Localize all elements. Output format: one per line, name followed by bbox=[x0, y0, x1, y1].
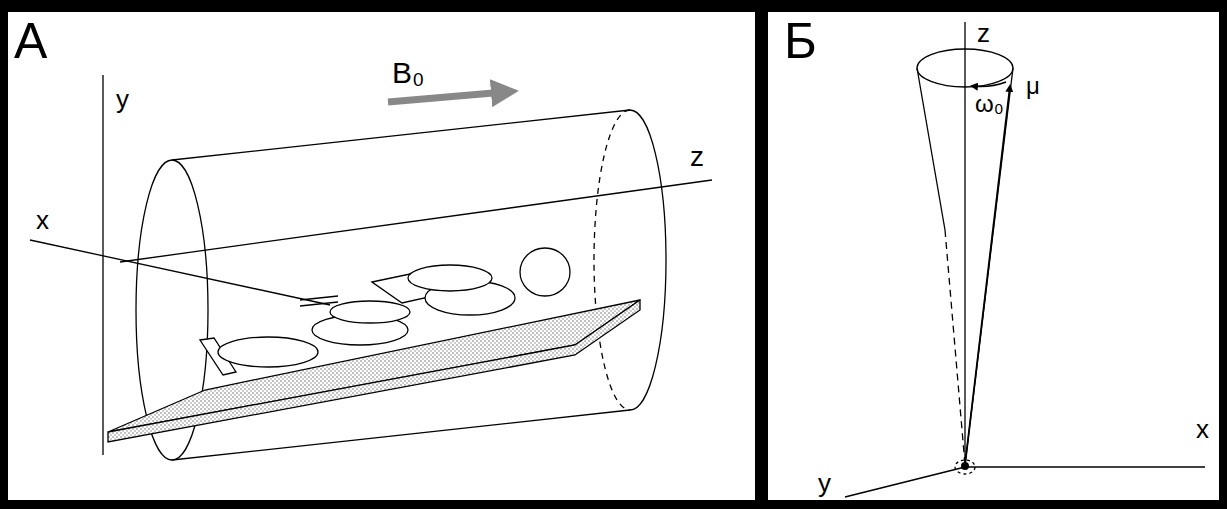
panel-a-ground bbox=[8, 12, 755, 500]
panel-letter: А bbox=[14, 16, 47, 66]
frequency-label: ω₀ bbox=[975, 92, 1004, 116]
panel-b-ground bbox=[768, 12, 1219, 500]
field-label: B₀ bbox=[392, 58, 424, 88]
axis-label: z bbox=[977, 20, 990, 46]
panel-letter: Б bbox=[784, 16, 817, 66]
axis-label: y bbox=[818, 470, 831, 496]
separator-bar bbox=[755, 0, 768, 509]
axis-label: x bbox=[1196, 416, 1209, 442]
axis-label: z bbox=[690, 143, 704, 171]
axis-label: x bbox=[36, 207, 49, 233]
moment-label: μ bbox=[1026, 74, 1040, 98]
axis-label: y bbox=[116, 86, 129, 112]
